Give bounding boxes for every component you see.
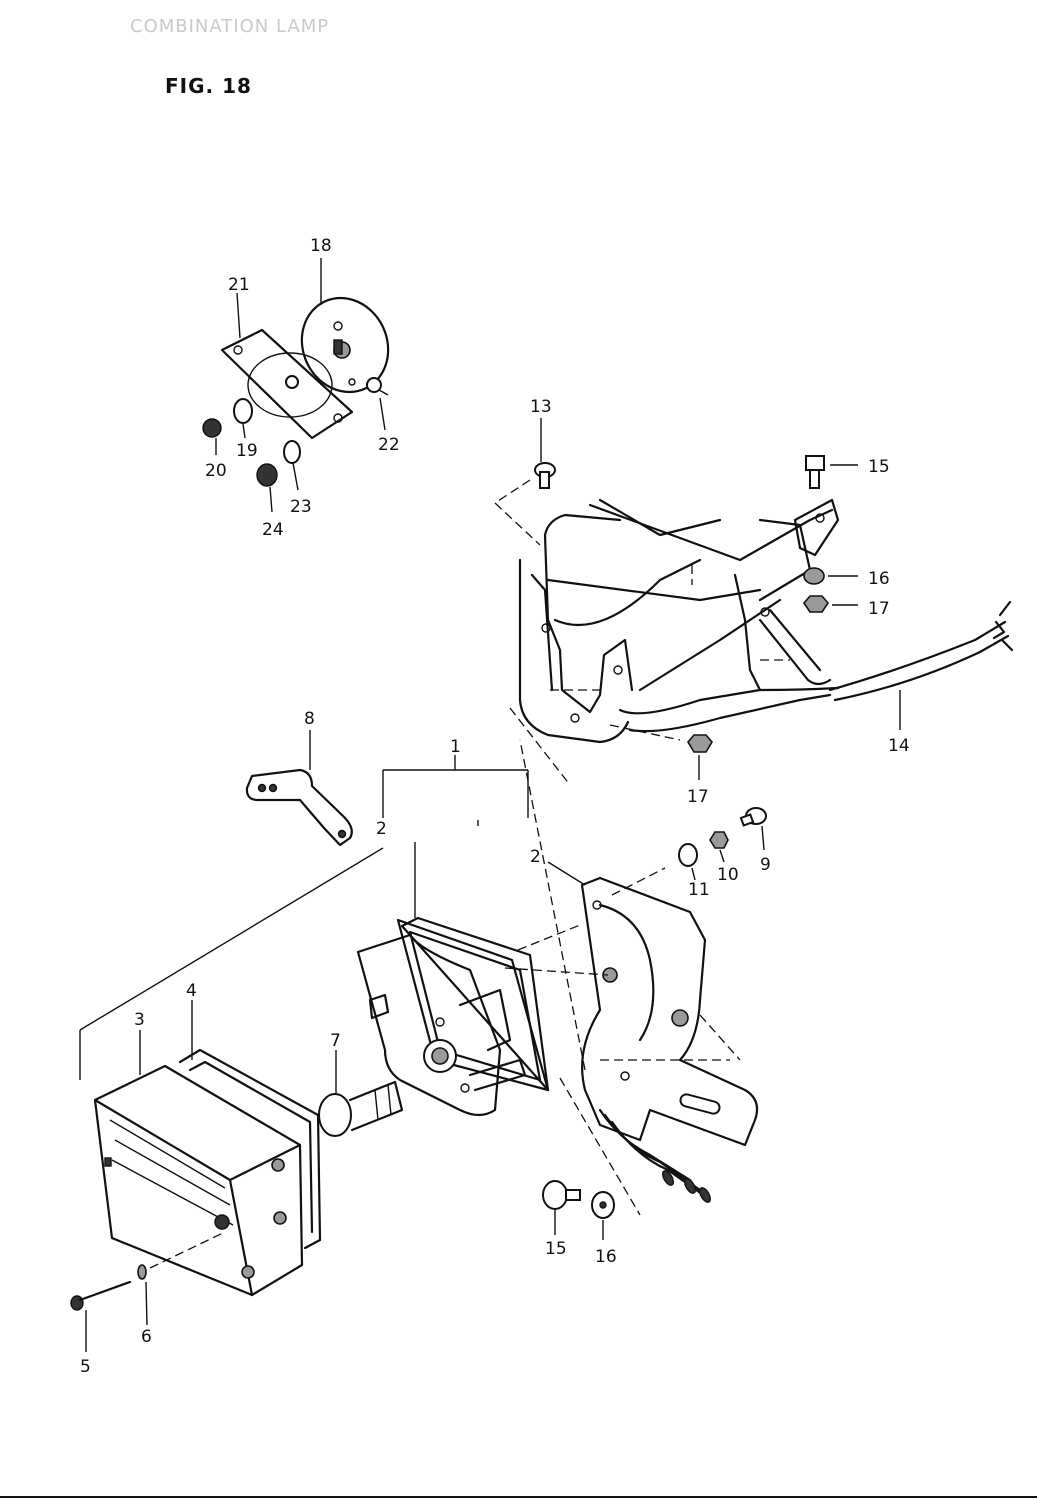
callout-15-bottom: 15: [545, 1239, 567, 1259]
callout-16-bottom: 16: [595, 1247, 617, 1267]
callout-5: 5: [80, 1357, 91, 1377]
callout-3: 3: [134, 1010, 145, 1030]
group-bracket-1-2: [382, 755, 529, 826]
lamp-lens-3: [93, 1064, 304, 1297]
callout-20: 20: [205, 461, 227, 481]
nut-17-top: [802, 595, 858, 613]
lamp-housing-base: [356, 916, 550, 1117]
callout-18: 18: [310, 236, 332, 256]
callout-17-top: 17: [868, 599, 890, 619]
callout-7: 7: [330, 1031, 341, 1051]
nut-17-bottom: [687, 734, 713, 780]
header-text: COMBINATION LAMP: [130, 16, 330, 37]
screw-5: [70, 1280, 132, 1352]
washer-11: [678, 843, 698, 881]
callout-23: 23: [290, 497, 312, 517]
nut-20: [202, 418, 222, 438]
rear-frame-14: [518, 498, 1014, 744]
callout-22: 22: [378, 435, 400, 455]
callout-11: 11: [688, 880, 710, 900]
bolt-13: [534, 462, 556, 489]
washer-19: [233, 398, 253, 424]
callout-2-right: 2: [530, 847, 541, 867]
callout-4: 4: [186, 981, 197, 1001]
callout-9: 9: [760, 855, 771, 875]
bulb-7: [318, 1050, 404, 1137]
nut-10: [709, 831, 729, 863]
callout-10: 10: [717, 865, 739, 885]
mounting-plate: [580, 876, 759, 1203]
washer-16-bottom: [591, 1191, 615, 1240]
leader-lines-frame: [494, 418, 901, 786]
leader-lines-reflector: [215, 258, 386, 513]
callout-21: 21: [228, 275, 250, 295]
washer-6: [137, 1231, 226, 1326]
callout-1: 1: [450, 737, 461, 757]
callout-8: 8: [304, 709, 315, 729]
washer-23: [283, 440, 301, 464]
callout-6: 6: [141, 1327, 152, 1347]
callout-16-top: 16: [868, 569, 890, 589]
leader-lines-base: [79, 739, 741, 1216]
washer-16-top: [803, 567, 858, 585]
callout-13: 13: [530, 397, 552, 417]
callout-15-top: 15: [868, 457, 890, 477]
nut-24: [256, 463, 278, 487]
screw-22: [366, 377, 389, 396]
figure-title: FIG. 18: [165, 74, 252, 98]
leader-lines-lens: [139, 1000, 193, 1075]
bolt-15-top: [805, 455, 858, 489]
callout-2-left: 2: [376, 819, 387, 839]
callout-14: 14: [888, 736, 910, 756]
callout-17-bottom: 17: [687, 787, 709, 807]
bracket-8: [245, 730, 353, 847]
reflector-disc-18: [300, 296, 390, 394]
bolt-15-bottom: [542, 1180, 581, 1235]
callout-19: 19: [236, 441, 258, 461]
bolt-9: [739, 807, 767, 851]
callout-24: 24: [262, 520, 284, 540]
reflector-plate-21: [220, 328, 354, 440]
